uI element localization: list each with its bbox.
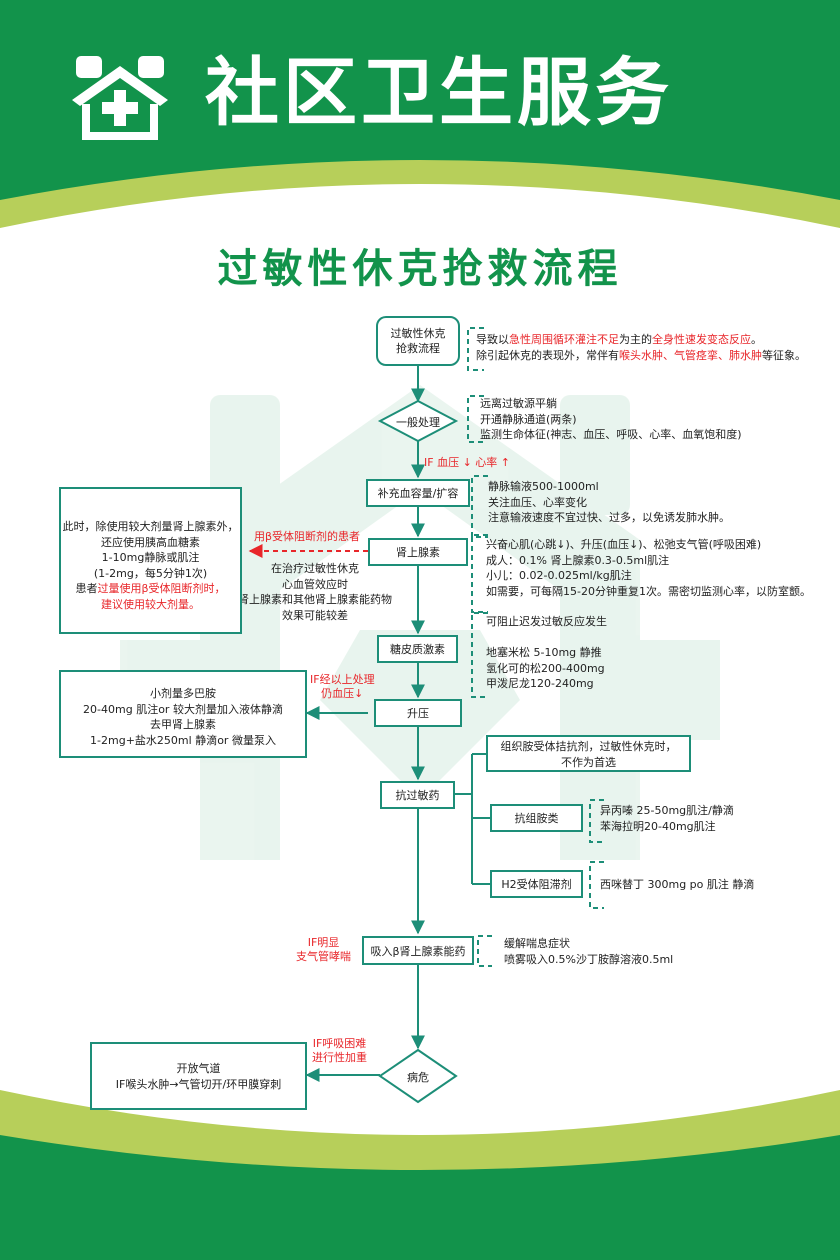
shock-definition-note: 导致以急性周围循环灌注不足为主的全身性速发变态反应。 除引起休克的表现外，常伴有…	[476, 333, 806, 362]
fluid-note: 静脉输液500-1000ml 关注血压、心率变化 注意输液速度不宜过快、过多，以…	[488, 480, 730, 524]
antihistamine-box: 抗组胺类	[490, 804, 583, 832]
epinephrine-below-note: 在治疗过敏性休克 心血管效应时 肾上腺素和其他肾上腺素能药物 效果可能较差	[238, 562, 392, 622]
header-title: 社区卫生服务	[205, 50, 673, 136]
critical-label: 病危	[407, 1071, 429, 1084]
receptor-antagonist-box: 组织胺受体拮抗剂，过敏性休克时， 不作为首选	[486, 735, 691, 772]
steroid-note: 可阻止迟发过敏反应发生 地塞米松 5-10mg 静推 氢化可的松200-400m…	[486, 615, 607, 690]
steroid-box: 糖皮质激素	[377, 635, 458, 663]
beta-blocker-label: 用β受体阻断剂的患者	[254, 530, 361, 543]
if-bp-label: IF 血压 ↓ 心率 ↑	[424, 456, 510, 469]
if-bronchospasm-label: IF明显 支气管哮喘	[296, 936, 351, 963]
general-note: 远离过敏源平躺 开通静脉通道(两条) 监测生命体征(神志、血压、呼吸、心率、血氧…	[480, 397, 742, 441]
anti-allergy-box: 抗过敏药	[380, 781, 455, 809]
general-diamond	[377, 399, 459, 443]
antihistamine-note: 异丙嗪 25-50mg肌注/静滴 苯海拉明20-40mg肌注	[600, 804, 734, 833]
beta-blocker-box: 此时，除使用较大剂量肾上腺素外， 还应使用胰高血糖素 1-10mg静脉或肌注 (…	[59, 487, 242, 634]
h2-blocker-note: 西咪替丁 300mg po 肌注 静滴	[600, 878, 755, 891]
page-title: 过敏性休克抢救流程	[217, 246, 623, 292]
if-breathing-label: IF呼吸困难 进行性加重	[312, 1037, 367, 1064]
start-label-line1: 过敏性休克	[390, 327, 446, 340]
header-green-band	[0, 0, 840, 200]
inhaled-beta-note: 缓解喘息症状 喷雾吸入0.5%沙丁胺醇溶液0.5ml	[504, 937, 674, 966]
airway-box: 开放气道 IF喉头水肿→气管切开/环甲膜穿刺	[90, 1042, 307, 1110]
general-label: 一般处理	[396, 416, 440, 429]
inhaled-beta-box: 吸入β肾上腺素能药	[362, 936, 474, 965]
start-box: 过敏性休克 抢救流程	[376, 316, 460, 366]
h2-blocker-box: H2受体阻滞剂	[490, 870, 583, 898]
epinephrine-note: 兴奋心肌(心跳↓)、升压(血压↓)、松弛支气管(呼吸困难) 成人：0.1% 肾上…	[486, 538, 811, 598]
critical-diamond	[378, 1048, 458, 1104]
pressor-drug-box: 小剂量多巴胺 20-40mg 肌注or 较大剂量加入液体静滴 去甲肾上腺素 1-…	[59, 670, 307, 758]
pressor-box: 升压	[374, 699, 462, 727]
fluid-box: 补充血容量/扩容	[366, 479, 470, 507]
footer-green-band	[0, 1135, 840, 1260]
start-label-line2: 抢救流程	[396, 342, 440, 355]
if-above-label: IF经以上处理 仍血压↓	[310, 673, 375, 700]
epinephrine-box: 肾上腺素	[368, 538, 468, 566]
background-emblem	[120, 385, 720, 860]
hospital-house-icon	[72, 56, 168, 140]
